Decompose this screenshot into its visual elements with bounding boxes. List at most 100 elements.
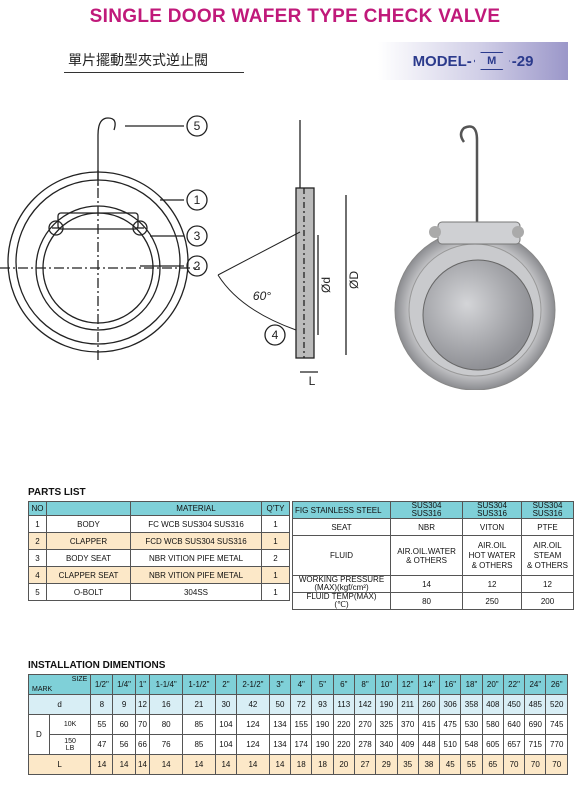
cell-d-13: 211	[396, 694, 419, 715]
cell-L-1: 14	[112, 754, 136, 775]
cell-D10K-5: 104	[214, 714, 238, 735]
cell-D10K-4: 85	[182, 714, 216, 735]
cell-sizes-6: 2-1/2"	[236, 674, 270, 695]
cell-d-0: 8	[90, 694, 114, 715]
size-mark-corner: SIZE MARK	[27, 674, 92, 695]
cell-L-3: 14	[149, 754, 184, 775]
cell-L-16: 55	[460, 754, 483, 775]
cell-sizes-2: 1"	[134, 674, 151, 695]
cell-L-20: 70	[545, 754, 568, 775]
material-table: FIG STAINLESS STEEL SUS304 SUS316 SUS304…	[292, 501, 574, 610]
cell-D10K-17: 580	[481, 714, 504, 735]
cell-D10K-1: 60	[112, 714, 136, 735]
cell-d-19: 485	[524, 694, 547, 715]
cell-d-8: 72	[290, 694, 313, 715]
cell-D150-20: 770	[545, 734, 568, 755]
model-badge: MODEL- M -29	[378, 42, 568, 80]
cell-L-18: 70	[502, 754, 526, 775]
cell-D10K-14: 415	[417, 714, 441, 735]
angle-label: 60°	[253, 289, 271, 303]
page-title: SINGLE DOOR WAFER TYPE CHECK VALVE	[89, 6, 501, 27]
dim-D-label: ØD	[347, 271, 361, 289]
cell-sizes-15: 16"	[439, 674, 462, 695]
cell-sizes-14: 14"	[417, 674, 441, 695]
callout-5: 5	[194, 119, 201, 133]
cell-D150-3: 76	[149, 734, 184, 755]
cell-L-4: 14	[182, 754, 216, 775]
cell-D10K-9: 190	[311, 714, 334, 735]
model-mark: M	[473, 52, 510, 70]
cell-D150-19: 715	[524, 734, 547, 755]
cell-sizes-13: 12"	[396, 674, 419, 695]
installation-table: SIZE MARK 1/2"1/4"1"1-1/4"1-1/2"2"2-1/2"…	[27, 674, 568, 775]
cell-L-5: 14	[214, 754, 238, 775]
callout-1: 1	[194, 193, 201, 207]
cell-L-13: 35	[396, 754, 419, 775]
cell-D10K-18: 640	[502, 714, 526, 735]
cell-L-15: 45	[439, 754, 462, 775]
cell-D150-17: 605	[481, 734, 504, 755]
cell-sizes-7: 3"	[268, 674, 292, 695]
installation-title: INSTALLATION DIMENTIONS	[28, 660, 166, 671]
cell-sizes-12: 10"	[375, 674, 398, 695]
cell-D10K-6: 124	[236, 714, 270, 735]
cell-D10K-12: 325	[375, 714, 398, 735]
header-qty: Q'TY	[261, 501, 290, 516]
cell-D10K-16: 530	[460, 714, 483, 735]
cell-d-11: 142	[353, 694, 377, 715]
cell-sizes-20: 26"	[545, 674, 568, 695]
cell-L-12: 29	[375, 754, 398, 775]
technical-drawing: 5 1 3 2 4 60° Ød ØD L	[0, 115, 361, 388]
cell-d-10: 113	[332, 694, 355, 715]
cell-sizes-17: 20"	[481, 674, 504, 695]
cell-d-5: 30	[214, 694, 238, 715]
cell-sizes-11: 8"	[353, 674, 377, 695]
cell-sizes-0: 1/2"	[90, 674, 114, 695]
cell-D150-13: 409	[396, 734, 419, 755]
callout-3: 3	[194, 229, 201, 243]
cell-sizes-1: 1/4"	[112, 674, 136, 695]
cell-D150-2: 66	[134, 734, 151, 755]
dim-L-label: L	[309, 374, 316, 388]
callout-4: 4	[272, 328, 279, 342]
cell-D150-12: 340	[375, 734, 398, 755]
cell-D10K-19: 690	[524, 714, 547, 735]
cell-D150-0: 47	[90, 734, 114, 755]
model-suffix: -29	[511, 52, 534, 70]
cell-D150-8: 174	[290, 734, 313, 755]
cell-D10K-8: 155	[290, 714, 313, 735]
cell-L-0: 14	[90, 754, 114, 775]
cell-D10K-7: 134	[268, 714, 292, 735]
cell-d-7: 50	[268, 694, 292, 715]
cell-d-4: 21	[182, 694, 216, 715]
cell-d-1: 9	[112, 694, 136, 715]
valve-photo	[394, 125, 556, 390]
chinese-subtitle: 單片擺動型夾式逆止閥	[68, 53, 208, 69]
cell-D150-6: 124	[236, 734, 270, 755]
header-no: NO	[28, 501, 47, 516]
cell-D10K-11: 270	[353, 714, 377, 735]
cell-L-2: 14	[134, 754, 151, 775]
cell-D150-10: 220	[332, 734, 355, 755]
cell-L-10: 20	[332, 754, 355, 775]
cell-D150-4: 85	[182, 734, 216, 755]
cell-sizes-18: 22"	[502, 674, 526, 695]
cell-d-6: 42	[236, 694, 270, 715]
cell-D150-5: 104	[214, 734, 238, 755]
cell-D10K-20: 745	[545, 714, 568, 735]
cell-D150-1: 56	[112, 734, 136, 755]
cell-D150-16: 548	[460, 734, 483, 755]
cell-D150-18: 657	[502, 734, 526, 755]
cell-L-17: 65	[481, 754, 504, 775]
cell-d-14: 260	[417, 694, 441, 715]
cell-d-12: 190	[375, 694, 398, 715]
cell-L-8: 18	[290, 754, 313, 775]
cell-d-3: 16	[149, 694, 184, 715]
cell-sizes-8: 4"	[290, 674, 313, 695]
cell-sizes-16: 18"	[460, 674, 483, 695]
cell-D150-11: 278	[353, 734, 377, 755]
cell-d-16: 358	[460, 694, 483, 715]
cell-d-18: 450	[502, 694, 526, 715]
cell-sizes-5: 2"	[214, 674, 238, 695]
